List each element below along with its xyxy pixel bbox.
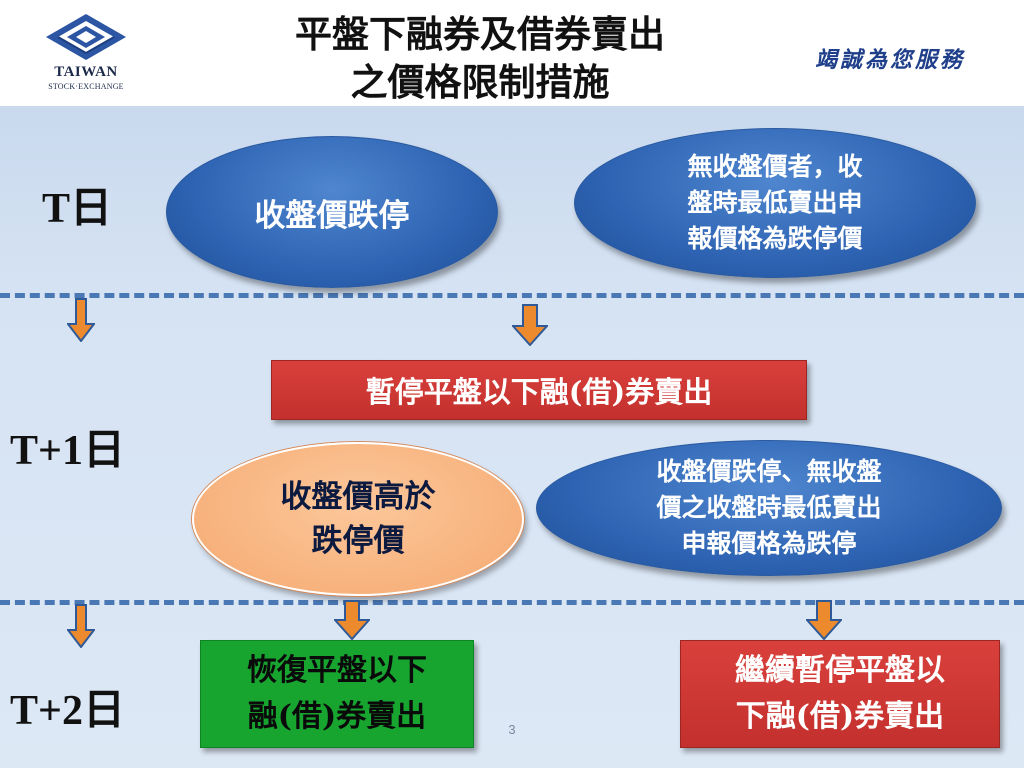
day-label-t-plus-2: T+2日 <box>10 688 125 734</box>
down-arrow-icon <box>67 298 95 342</box>
node-no-close-line-1: 無收盤價者，收 <box>687 152 863 181</box>
slogan: 竭誠為您服務 <box>814 47 965 73</box>
twse-logo: TAIWAN STOCK·EXCHANGE <box>38 12 134 96</box>
node-continue-line-2: 下融(借)券賣出 <box>735 699 945 734</box>
divider-1 <box>0 293 1024 298</box>
node-close-above-line-1: 收盤價高於 <box>280 479 436 515</box>
node-t1-limit-down-line-1: 收盤價跌停、無收盤 <box>656 457 882 486</box>
down-arrow-icon <box>334 600 370 640</box>
logo-subtitle: STOCK·EXCHANGE <box>48 82 124 91</box>
node-suspend-short-sale: 暫停平盤以下融(借)券賣出 <box>271 360 807 420</box>
node-no-close-line-3: 報價格為跌停價 <box>687 224 863 253</box>
node-continue-line-1: 繼續暫停平盤以 <box>735 653 945 688</box>
down-arrow-icon <box>67 604 95 648</box>
node-resume-short-sale: 恢復平盤以下 融(借)券賣出 <box>200 640 474 748</box>
node-close-above-limit: 收盤價高於 跌停價 <box>192 442 524 596</box>
node-no-close-price: 無收盤價者，收 盤時最低賣出申 報價格為跌停價 <box>574 128 976 278</box>
node-close-limit-down: 收盤價跌停 <box>166 136 498 288</box>
day-label-t-plus-1: T+1日 <box>10 428 125 474</box>
down-arrow-icon <box>806 600 842 640</box>
divider-2 <box>0 600 1024 605</box>
node-t1-close-limit-down: 收盤價跌停、無收盤 價之收盤時最低賣出 申報價格為跌停 <box>536 440 1002 576</box>
node-t1-limit-down-line-2: 價之收盤時最低賣出 <box>656 493 882 522</box>
node-suspend-short-sale-text: 暫停平盤以下融(借)券賣出 <box>365 375 713 409</box>
node-continue-suspend: 繼續暫停平盤以 下融(借)券賣出 <box>680 640 1000 748</box>
page-number: 3 <box>508 722 516 737</box>
twse-emblem-icon <box>46 14 126 60</box>
title-line-2: 之價格限制措施 <box>350 60 610 104</box>
down-arrow-icon <box>512 304 548 346</box>
node-close-limit-down-text: 收盤價跌停 <box>254 197 410 234</box>
day-label-t: T日 <box>42 186 113 232</box>
title-line-1: 平盤下融券及借券賣出 <box>295 12 665 56</box>
node-no-close-line-2: 盤時最低賣出申 <box>687 188 863 217</box>
node-resume-line-1: 恢復平盤以下 <box>247 653 427 688</box>
slide-header: TAIWAN STOCK·EXCHANGE 平盤下融券及借券賣出 之價格限制措施… <box>0 0 1024 104</box>
node-resume-line-2: 融(借)券賣出 <box>247 699 427 734</box>
node-t1-limit-down-line-3: 申報價格為跌停 <box>681 529 857 558</box>
logo-wordmark: TAIWAN <box>54 64 118 80</box>
slide-title: 平盤下融券及借券賣出 之價格限制措施 <box>200 10 760 106</box>
node-close-above-line-2: 跌停價 <box>311 523 405 559</box>
